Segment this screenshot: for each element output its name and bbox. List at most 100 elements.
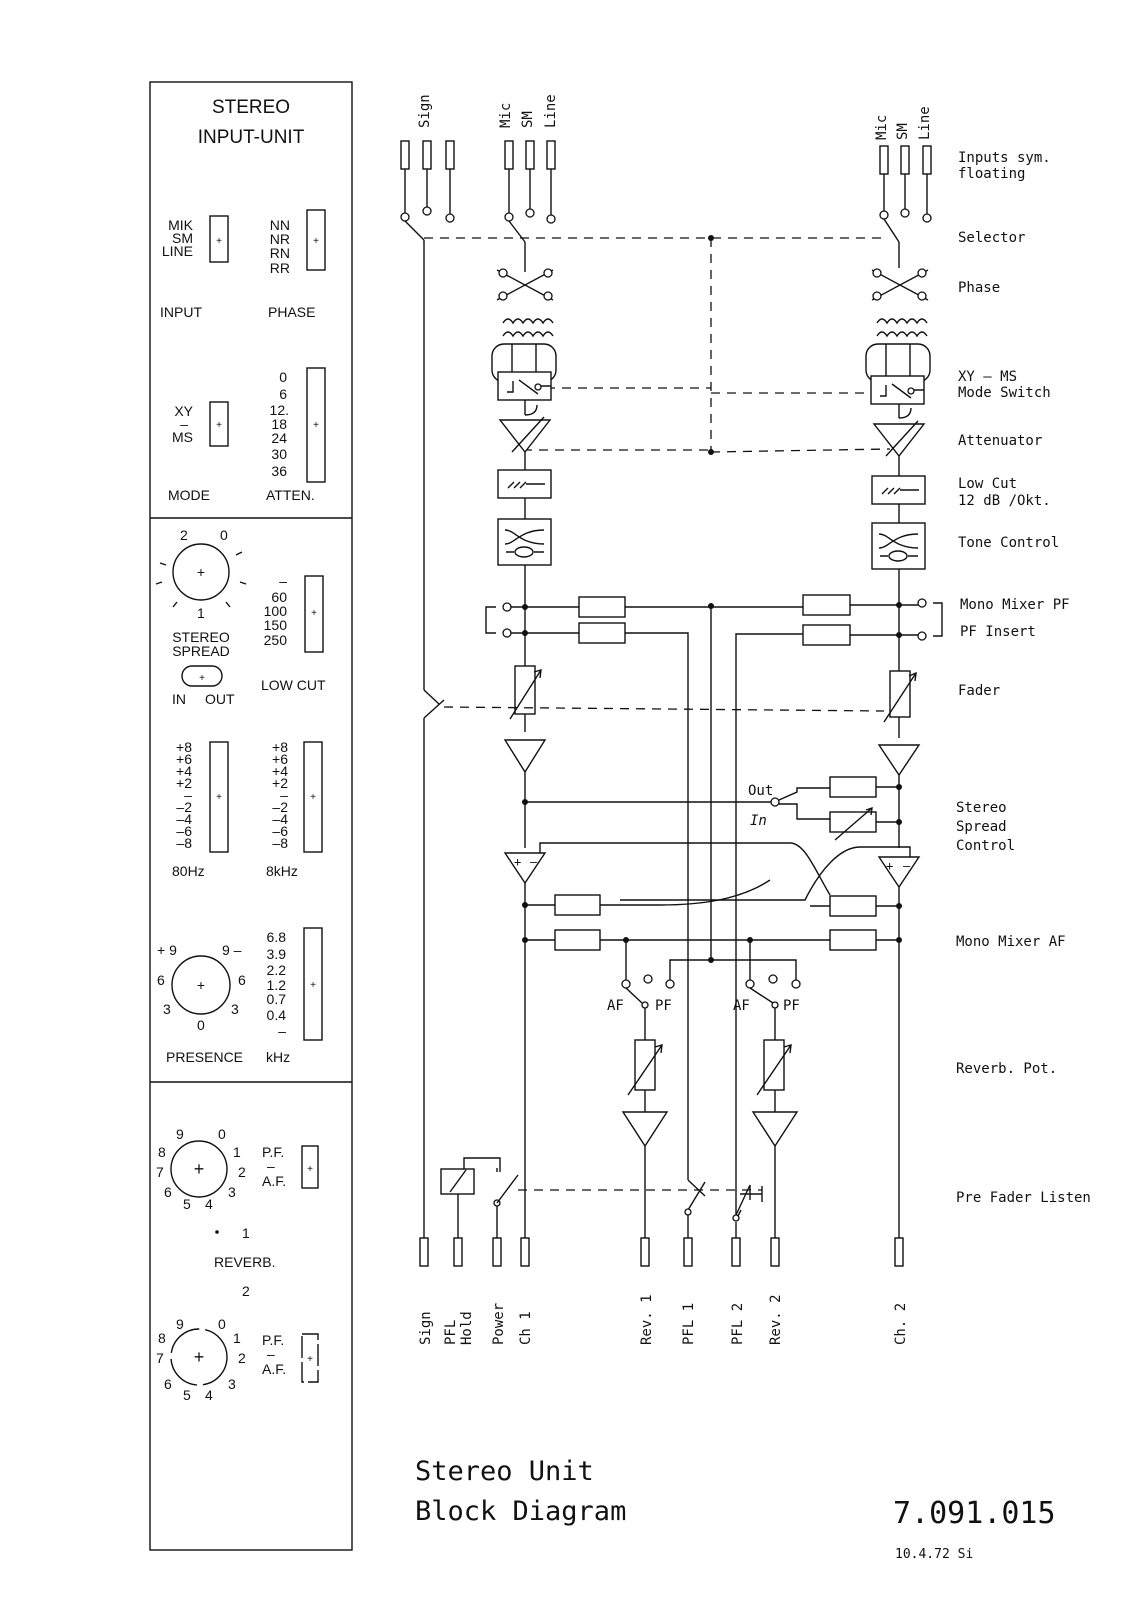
svg-text:+4: +4 <box>272 763 288 779</box>
block-diagram: Sign Mic SM Line Mic SM Line <box>400 94 1091 1562</box>
lowcut-100: 100 <box>264 603 288 619</box>
eq-80hz-slider[interactable] <box>209 741 229 853</box>
output-rev1: Rev. 1 <box>639 1294 655 1345</box>
svg-text:+: + <box>313 236 319 247</box>
label-stereo-spread-3: Control <box>956 838 1015 854</box>
tone-control-1 <box>497 518 552 566</box>
atten-18: 18 <box>271 416 287 432</box>
mode-option-ms: MS <box>172 429 193 445</box>
svg-text:+: + <box>216 792 222 803</box>
svg-text:8: 8 <box>158 1330 166 1346</box>
svg-text:+: + <box>197 977 205 993</box>
selector-switches <box>404 218 900 455</box>
output-power: Power <box>491 1303 507 1345</box>
fader-2 <box>889 670 911 718</box>
input-label: INPUT <box>160 304 202 320</box>
reverb-label: REVERB. <box>214 1254 275 1270</box>
faders <box>423 665 917 1238</box>
spread-in-out-button[interactable] <box>181 665 223 687</box>
output-ch2: Ch. 2 <box>893 1303 909 1345</box>
presence-freq-3.9: 3.9 <box>267 946 287 962</box>
tone-control-2 <box>871 522 926 570</box>
presence-freq-slider[interactable] <box>303 927 323 1041</box>
spread-in-label: In <box>750 813 767 829</box>
eq-80hz-scale: +8 +6 +4 +2 – –2 –4 –6 –8 <box>176 739 192 851</box>
output-ch1: Ch 1 <box>518 1311 534 1345</box>
connector <box>422 140 432 170</box>
label-stereo-spread: Stereo <box>956 800 1007 816</box>
spread-out-label: Out <box>748 783 773 799</box>
label-inputs: Inputs sym. <box>958 150 1051 166</box>
reverb-sends <box>621 1039 799 1238</box>
resistor <box>578 622 626 644</box>
input-label-mic-r: Mic <box>874 115 890 140</box>
presence-freq-label: kHz <box>266 1049 290 1065</box>
atten-slider[interactable] <box>306 367 326 483</box>
connector <box>922 145 932 175</box>
presence-scale-9: 9 – <box>222 942 242 958</box>
svg-text:–8: –8 <box>176 835 192 851</box>
svg-text:+6: +6 <box>176 751 192 767</box>
atten-0: 0 <box>279 369 287 385</box>
reverb-1-knob[interactable] <box>170 1140 228 1198</box>
svg-text:+8: +8 <box>272 739 288 755</box>
svg-text:7: 7 <box>156 1164 164 1180</box>
svg-text:–2: –2 <box>272 799 288 815</box>
reverb-2-knob[interactable] <box>170 1328 228 1386</box>
lowcut-slider[interactable] <box>304 575 324 653</box>
svg-text:+8: +8 <box>176 739 192 755</box>
stereo-spread-amps: +– +– <box>503 842 921 940</box>
svg-text:–: – <box>280 787 288 803</box>
output-pfl: PFL <box>443 1320 459 1345</box>
presence-freq-6.8: 6.8 <box>267 929 287 945</box>
label-selector: Selector <box>958 230 1025 246</box>
svg-text:+2: +2 <box>272 775 288 791</box>
svg-text:6: 6 <box>164 1184 172 1200</box>
spread-scale-1: 1 <box>197 605 205 621</box>
diagram-title-1: Stereo Unit <box>415 1456 594 1487</box>
spread-label-2: SPREAD <box>172 643 230 659</box>
connector <box>445 140 455 170</box>
mode-switch[interactable] <box>209 401 229 447</box>
svg-text:+: + <box>194 1347 205 1367</box>
pf-label-1: PF <box>655 998 672 1014</box>
output-hold: Hold <box>459 1311 475 1345</box>
connector <box>504 140 514 170</box>
reverb-2-pf-af-switch[interactable] <box>301 1333 319 1383</box>
svg-text:+: + <box>307 1164 313 1175</box>
svg-text:9: 9 <box>176 1316 184 1332</box>
phase-switch[interactable] <box>306 209 326 271</box>
label-xyms: XY – MS <box>958 369 1017 385</box>
svg-text:–: – <box>267 1346 275 1362</box>
channel-2-chain <box>865 242 931 738</box>
svg-text:5: 5 <box>183 1196 191 1212</box>
svg-text:–: – <box>903 859 911 873</box>
resistor <box>802 624 851 646</box>
spread-scale-2: 2 <box>180 527 188 543</box>
spread-ticks <box>155 551 247 608</box>
svg-text:4: 4 <box>205 1196 213 1212</box>
reverb-1-pf-af-switch[interactable] <box>301 1145 319 1189</box>
svg-text:+4: +4 <box>176 763 192 779</box>
svg-text:6: 6 <box>164 1376 172 1392</box>
eq-8khz-slider[interactable] <box>303 741 323 853</box>
spread-amplifier-1 <box>503 852 547 885</box>
stereo-spread-knob[interactable] <box>172 543 230 601</box>
presence-knob[interactable] <box>171 955 231 1015</box>
resistor <box>554 929 601 951</box>
connector <box>770 1237 780 1267</box>
label-attenuator: Attenuator <box>958 433 1042 449</box>
af-label-2: AF <box>733 998 750 1014</box>
presence-freq-1.2: 1.2 <box>267 977 287 993</box>
svg-text:2: 2 <box>238 1350 246 1366</box>
presence-scale-0: 0 <box>197 1017 205 1033</box>
input-switch[interactable] <box>209 215 229 263</box>
svg-text:+: + <box>216 236 222 247</box>
label-pf-insert: PF Insert <box>960 624 1036 640</box>
presence-scale-6r: 6 <box>238 972 246 988</box>
eq-8khz-label: 8kHz <box>266 863 298 879</box>
svg-text:+2: +2 <box>176 775 192 791</box>
svg-text:+: + <box>216 420 222 431</box>
input-label-sign: Sign <box>417 94 433 128</box>
label-low-cut: Low Cut <box>958 476 1017 492</box>
